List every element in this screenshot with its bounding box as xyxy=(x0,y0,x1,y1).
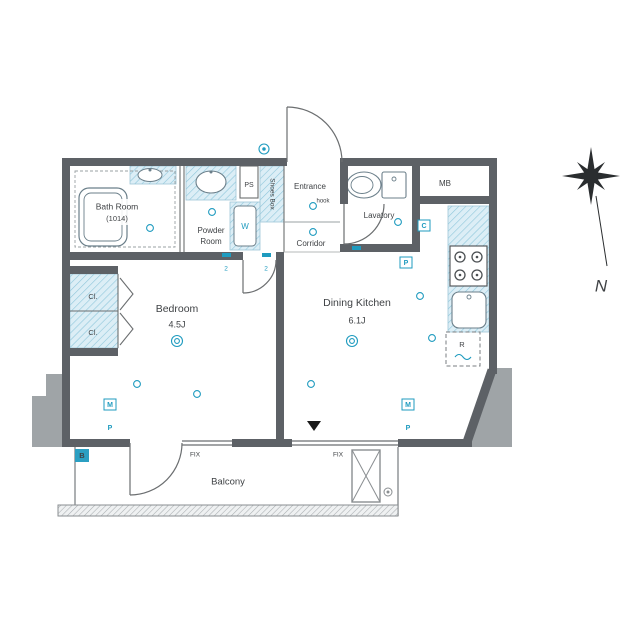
outlet-count: 2 xyxy=(224,266,228,273)
downlight-icon xyxy=(193,390,201,398)
dining-kitchen-label: Dining Kitchen xyxy=(323,297,391,309)
downlight-icon xyxy=(309,228,317,236)
powder-room-label-2: Room xyxy=(200,237,222,246)
toilet-bowl xyxy=(346,171,382,199)
closet-door-lower xyxy=(119,312,134,346)
downlight-icon xyxy=(309,202,317,210)
bath-label-backing xyxy=(92,199,144,225)
downlight-icon xyxy=(208,208,216,216)
shoes-box-hatch xyxy=(259,165,285,223)
corridor-label: Corridor xyxy=(297,239,326,248)
powder-basin xyxy=(195,170,227,194)
ceiling-light-dk-icon xyxy=(345,334,359,348)
bath-room-label: Bath Room xyxy=(96,201,139,211)
washer-label: W xyxy=(241,222,249,231)
downlight-icon xyxy=(428,334,436,342)
marker-p-right: P xyxy=(406,425,411,432)
entrance-door-arc xyxy=(286,106,343,163)
downlight-icon xyxy=(394,218,402,226)
drain-icon xyxy=(383,487,393,497)
fix-window-label-right: FIX xyxy=(333,452,344,459)
symbols xyxy=(133,143,436,398)
ceiling-light-bedroom-icon xyxy=(170,334,184,348)
ps-label: PS xyxy=(244,182,254,189)
downlight-icon xyxy=(133,380,141,388)
toilet-tank xyxy=(381,171,407,199)
washing-machine xyxy=(233,205,257,247)
outlet-icon xyxy=(222,253,231,257)
marker-m-box xyxy=(103,398,117,411)
fridge-outlet-icon xyxy=(454,353,472,361)
marker-p-kitchen: P xyxy=(404,260,409,267)
closet-upper-label: Cl. xyxy=(88,292,97,301)
marker-c-box xyxy=(417,219,431,232)
fix-window-label-left: FIX xyxy=(190,452,201,459)
marker-m-box xyxy=(401,398,415,411)
unit-bath-outline xyxy=(74,170,176,248)
dining-kitchen-size: 6.1J xyxy=(348,315,365,325)
downlight-icon xyxy=(416,292,424,300)
balcony-access-marker xyxy=(307,421,321,431)
mb-label: MB xyxy=(439,179,451,188)
marker-p-box xyxy=(399,256,413,269)
powder-room-label-1: Powder xyxy=(197,226,224,235)
marker-p-left: P xyxy=(108,425,113,432)
bedroom-label: Bedroom xyxy=(156,303,199,315)
intercom-icon xyxy=(258,143,270,155)
windows xyxy=(182,440,398,446)
hook-label: hook xyxy=(316,199,330,205)
bedroom-door-arc xyxy=(242,259,277,294)
entrance-label: Entrance xyxy=(294,182,327,191)
downlight-icon xyxy=(146,224,154,232)
kitchen-sink xyxy=(451,291,487,329)
door-swings xyxy=(129,106,385,496)
shoes-box-label: Shoes Box xyxy=(268,178,275,210)
bedroom-size: 4.5J xyxy=(168,319,185,329)
bath-room-size: (1014) xyxy=(106,214,128,223)
lavatory-door-arc xyxy=(343,203,385,245)
exterior-structures xyxy=(32,368,512,447)
balcony-door-arc xyxy=(129,442,183,496)
marker-m-right: M xyxy=(405,402,411,409)
refrigerator-label: R xyxy=(459,340,465,349)
compass: N xyxy=(562,147,620,295)
marker-b: B xyxy=(79,451,85,460)
closet-lower-label: Cl. xyxy=(88,328,97,337)
refrigerator-space xyxy=(445,331,481,367)
outlet-count: 2 xyxy=(264,266,268,273)
balcony-area xyxy=(57,447,399,517)
outlet-icon xyxy=(262,253,271,257)
marker-b-box xyxy=(75,449,89,462)
outlet-icon xyxy=(352,246,361,250)
closet-door-upper xyxy=(119,277,134,311)
lavatory-label: Lavatory xyxy=(364,211,395,220)
north-label: N xyxy=(595,276,608,295)
marker-m-left: M xyxy=(107,402,113,409)
marker-boxes xyxy=(75,219,431,462)
marker-c-kitchen: C xyxy=(421,223,426,230)
downlight-icon xyxy=(307,380,315,388)
walls xyxy=(62,158,497,447)
stove xyxy=(449,245,488,287)
balcony-label: Balcony xyxy=(211,477,245,488)
